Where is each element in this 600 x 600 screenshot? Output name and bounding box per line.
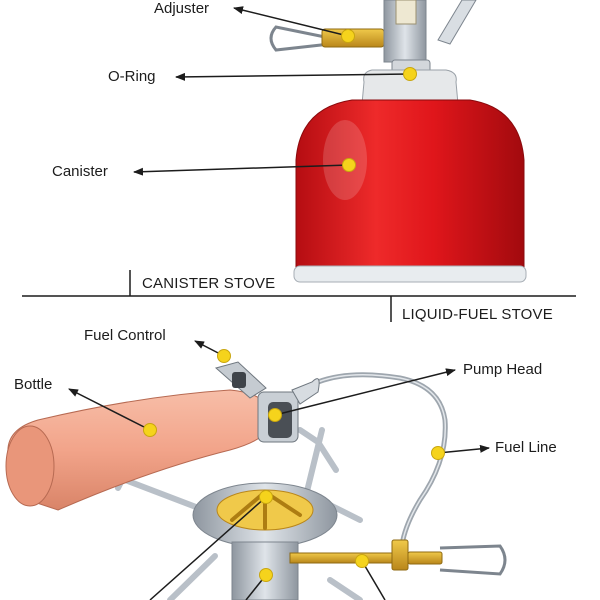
fuel-control-label: Fuel Control (84, 327, 166, 344)
o-ring-label: O-Ring (108, 68, 156, 85)
burner-top (395, 0, 417, 25)
adjuster-arrow (233, 6, 349, 37)
valve-arrow (361, 560, 386, 600)
bottle-marker (143, 423, 157, 437)
liquid-fuel-stove-heading: LIQUID-FUEL STOVE (402, 306, 553, 323)
canister-cap (361, 69, 459, 105)
pump-head-marker (268, 408, 282, 422)
generator-tube (289, 552, 401, 564)
canister-label: Canister (52, 163, 108, 180)
fuel-line (317, 372, 448, 546)
burner-arrow (149, 496, 267, 600)
pump-plunger (291, 378, 320, 405)
canister-arrow (133, 164, 350, 176)
pot-support-arm (437, 0, 477, 45)
canister-stove-heading: CANISTER STOVE (142, 275, 275, 292)
canister-marker (342, 158, 356, 172)
canister-base-rim (293, 265, 527, 283)
adjuster-label: Adjuster (154, 0, 209, 17)
liquid-fuel-stove-illustration (5, 361, 507, 600)
adjuster-marker (341, 29, 355, 43)
lower-pot-support (167, 553, 363, 600)
burner-lower-marker (259, 568, 273, 582)
valve-marker (355, 554, 369, 568)
pump-head-label: Pump Head (463, 361, 542, 378)
bottle-arrow (68, 388, 151, 431)
pump-head-arrow (274, 368, 456, 416)
fuel-control-knob (232, 372, 246, 388)
fuel-control-marker (217, 349, 231, 363)
valve-body (391, 539, 409, 571)
valve-wire-handle (439, 544, 507, 576)
canister-body (295, 99, 525, 269)
fuel-bottle-base (5, 425, 55, 507)
adjuster-wire-handle (269, 25, 331, 52)
fuel-line-arrow (437, 444, 490, 454)
o-ring-arrow (175, 72, 411, 81)
canister-stove-illustration (269, 0, 527, 283)
fuel-line-highlight (317, 374, 447, 546)
fuel-line-marker (431, 446, 445, 460)
bottle-label: Bottle (14, 376, 52, 393)
valve-stem (407, 551, 443, 565)
burner-marker (259, 490, 273, 504)
o-ring-marker (403, 67, 417, 81)
fuel-line-label: Fuel Line (495, 439, 557, 456)
